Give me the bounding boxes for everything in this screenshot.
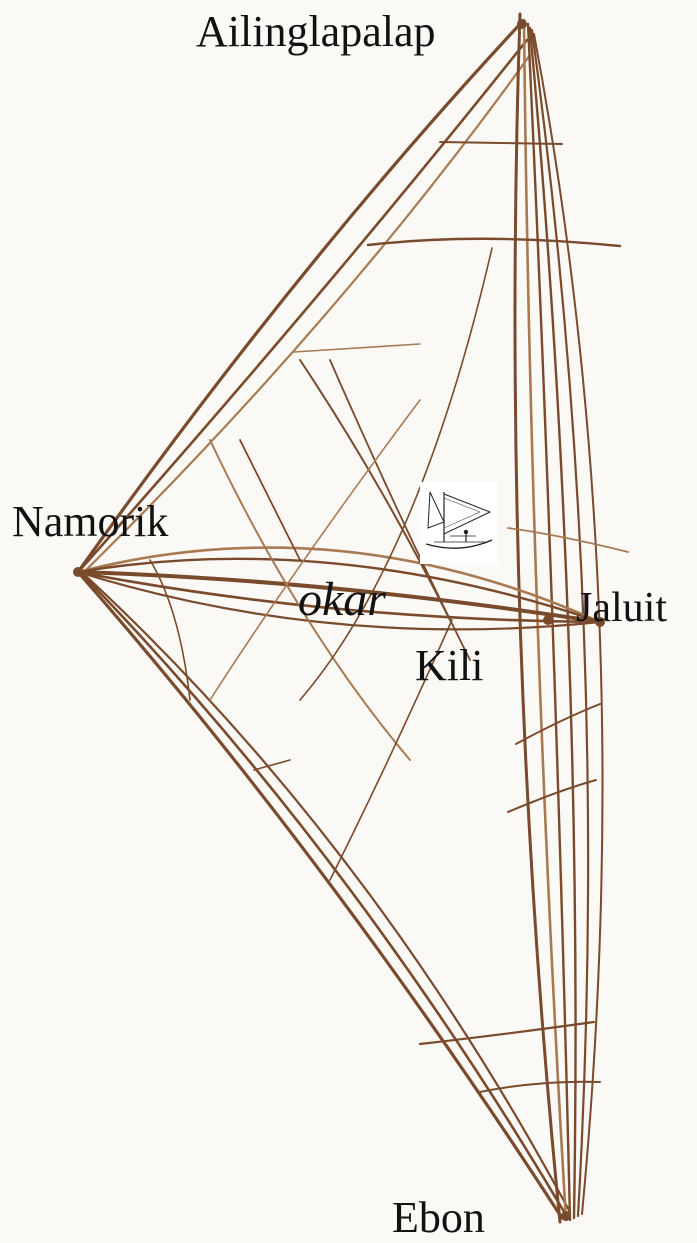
outer-stick-bottom-3 [86,576,570,1212]
cross-brace-3 [508,528,628,552]
knot-ailinglapalap [517,19,527,29]
knot-kili [543,615,553,625]
island-label-namorik: Namorik [12,496,168,547]
island-label-kili: Kili [415,640,483,691]
outer-stick-bottom [78,572,562,1218]
cross-brace-8 [294,344,420,352]
sailing-canoe-icon [420,482,498,564]
island-label-ailinglapalap: Ailinglapalap [196,6,436,57]
okar-label: okar [298,572,386,627]
cross-brace-2 [368,239,620,246]
cross-brace-5 [508,780,596,812]
island-label-ebon: Ebon [392,1192,485,1243]
diagonal-stick-7 [240,440,300,560]
knot-ebon [561,1211,571,1221]
cross-brace-9 [254,760,290,770]
cross-brace-1 [440,142,562,144]
island-label-jaluit: Jaluit [576,584,667,632]
knot-namorik [73,567,83,577]
diagonal-stick-4 [300,248,492,700]
